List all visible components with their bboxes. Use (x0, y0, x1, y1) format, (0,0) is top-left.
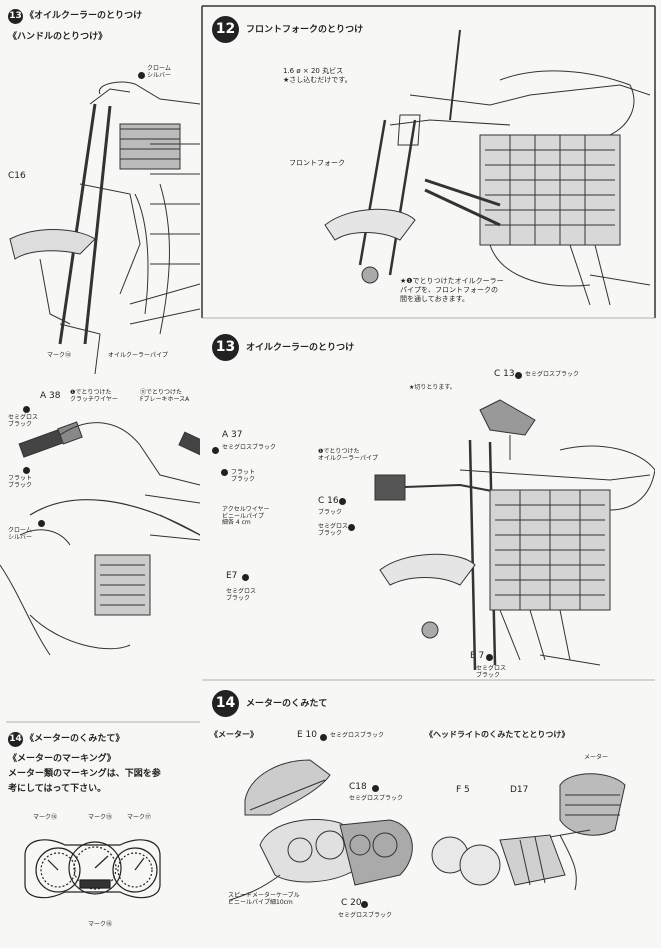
step-number: 13 (9, 11, 22, 21)
paint-marker (515, 372, 522, 379)
paint-marker (23, 406, 30, 413)
cable-note: スピードメーターケーブル ビニールパイプ細10cm (228, 892, 300, 906)
handle-subtitle: 《ハンドルのとりつけ》 (8, 32, 108, 42)
oil-cooler-drawing (360, 390, 655, 675)
cut-note: ★切りとります。 (409, 384, 456, 391)
pipe-through-fork-note: ★❶でとりつけたオイルクーラー パイプを、フロントフォークの 間を通しておきます… (400, 277, 504, 304)
semigloss-black-label: セミグロス ブラック (318, 523, 349, 537)
a38-label: A 38 (40, 391, 61, 401)
c20-label: C 20 (341, 898, 362, 908)
marking-text-2: 考にしてはって下さい。 (8, 784, 107, 794)
paint-marker (339, 498, 346, 505)
flat-black-left-label: フラット ブラック (8, 475, 33, 489)
step-number: 14 (9, 734, 22, 744)
marking-text-1: メーター類のマーキングは、下図を参 (8, 769, 161, 779)
c16-label-step13: C 16 (318, 496, 339, 506)
handlebar-drawing (0, 44, 200, 374)
meter-marking-diagram (20, 830, 165, 905)
e7-color-label-step13: セミグロス ブラック (476, 665, 507, 679)
flat-black-right-label: フラット ブラック (231, 469, 256, 483)
step-12-title: フロントフォークのとりつけ (246, 25, 364, 35)
paint-marker (348, 524, 355, 531)
paint-marker (23, 467, 30, 474)
accel-wire-label: アクセルワイヤー ビニールパイプ 細各 4 cm (222, 506, 270, 527)
meter-label: メーター (584, 754, 609, 761)
step-number: 14 (215, 695, 236, 711)
mark-b-label: マーク⑮ (88, 814, 113, 821)
oil-cooler-pipe-label: オイルクーラーパイプ (108, 352, 168, 359)
step-14-badge: 14 (212, 690, 239, 717)
f5-label: F 5 (456, 785, 470, 795)
a37-label: A 37 (222, 430, 243, 440)
step-14-title-left: 《メーターのくみたて》 (25, 734, 125, 744)
c18-color-label: セミグロスブラック (349, 795, 404, 802)
screw-note: 1.6 ø × 20 丸ビス ★さし込むだけです。 (283, 67, 352, 85)
brake-hose-label: ⑪でとりつけた FブレーキホースA (140, 389, 190, 403)
marking-title: 《メーターのマーキング》 (8, 754, 116, 764)
paint-marker (320, 734, 327, 741)
step-13-badge: 13 (212, 334, 239, 361)
step-13-title-left: 《オイルクーラーのとりつけ (25, 11, 143, 21)
step-number: 13 (215, 339, 236, 355)
oil-cooler-pipe-note: ❶でとりつけた オイルクーラーパイプ (318, 448, 378, 462)
headlight-heading: 《ヘッドライトのくみたてととりつけ》 (425, 730, 570, 739)
mark-c-label: マーク⑰ (127, 814, 152, 821)
chrome-silver-label: クローム シルバー (147, 65, 172, 79)
d17-label: D17 (510, 785, 529, 795)
front-fork-drawing (290, 25, 655, 315)
c18-label: C18 (349, 782, 367, 792)
e10-color-label: セミグロスブラック (330, 732, 385, 739)
e7-left-label: E7 (226, 571, 238, 581)
step-14-badge-left: 14 (8, 732, 23, 747)
c16-label: C16 (8, 171, 26, 181)
paint-marker (361, 901, 368, 908)
c13-color-label: セミグロスブラック (525, 371, 580, 378)
paint-marker (38, 520, 45, 527)
meter-heading: 《メーター》 (210, 730, 258, 739)
front-fork-label: フロントフォーク (289, 159, 345, 167)
paint-marker (138, 72, 145, 79)
e7-label-step13: E 7 (470, 651, 485, 661)
step-13-badge-left: 13 (8, 9, 23, 24)
meter-assembly-drawing (230, 745, 655, 905)
a38-color-label: セミグロス ブラック (8, 414, 39, 428)
clutch-wire-label: ❶でとりつけた クラッチワイヤー (70, 389, 118, 403)
mark-d-label: マーク⑯ (88, 921, 113, 928)
step-13-title: オイルクーラーのとりつけ (246, 343, 355, 353)
a37-color-label: セミグロスブラック (222, 444, 277, 451)
paint-marker (221, 469, 228, 476)
step-14-title: メーターのくみたて (246, 699, 328, 709)
paint-marker (372, 785, 379, 792)
handle-parts-drawing (0, 385, 200, 675)
c20-color-label: セミグロスブラック (338, 912, 393, 919)
paint-marker (212, 447, 219, 454)
mark-a-label: マーク⑭ (33, 814, 58, 821)
step-12-badge: 12 (212, 16, 239, 43)
mark-14-label: マーク⑭ (47, 352, 72, 359)
chrome-silver-bottom-label: クローム シルバー (8, 527, 33, 541)
e7-left-color-label: セミグロス ブラック (226, 588, 257, 602)
c16-color-label: ブラック (318, 509, 343, 516)
paint-marker (242, 574, 249, 581)
c13-label: C 13 (494, 369, 515, 379)
e10-label: E 10 (297, 730, 317, 740)
paint-marker (486, 654, 493, 661)
step-number: 12 (215, 21, 236, 37)
